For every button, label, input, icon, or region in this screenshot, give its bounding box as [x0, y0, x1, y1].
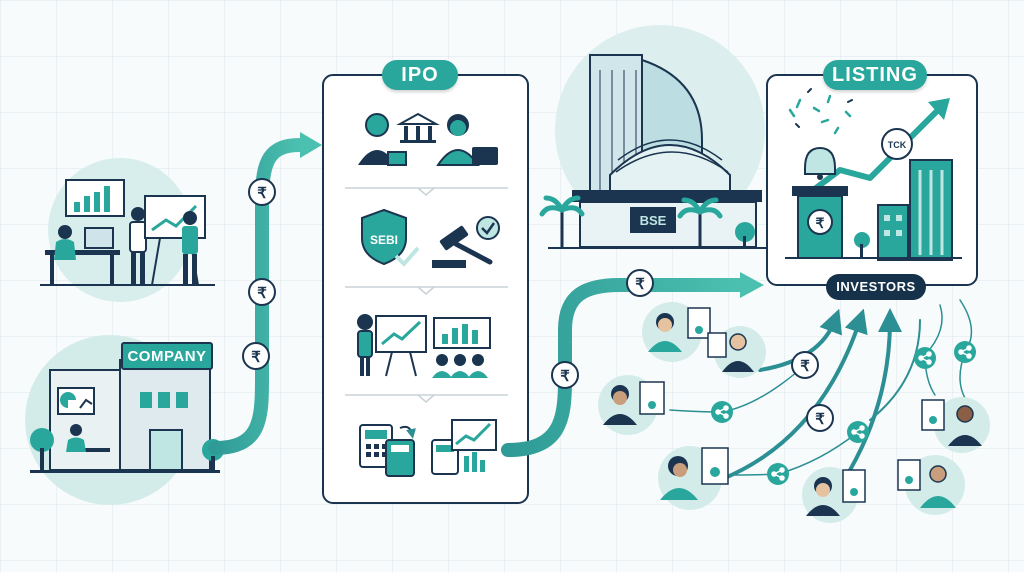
- share-node-4: [914, 347, 936, 369]
- briefcase-icon: [387, 151, 407, 166]
- rupee-coin-4: ₹: [626, 269, 654, 297]
- certificate-icon: [707, 332, 727, 358]
- ipo-step-pricing: [359, 419, 497, 477]
- bank-icon: [396, 112, 440, 143]
- listing-scene: ₹ TCK: [785, 88, 962, 261]
- rupee-coin-3: ₹: [242, 342, 270, 370]
- office-scene: [40, 179, 215, 286]
- investor-7: [921, 397, 990, 453]
- share-icon: [958, 345, 972, 359]
- rupee-coin-5: ₹: [551, 361, 579, 389]
- rupee-symbol-6: ₹: [800, 358, 810, 375]
- share-node-1: [711, 401, 733, 423]
- rupee-symbol-2: ₹: [257, 285, 267, 302]
- company-building: [30, 342, 224, 473]
- certificate-icon: [687, 307, 711, 339]
- share-node-2: [767, 463, 789, 485]
- bell-icon: [804, 146, 836, 175]
- investor-1: [642, 302, 711, 362]
- rupee-node-1: ₹: [791, 351, 819, 379]
- rupee-symbol-3: ₹: [251, 349, 261, 366]
- share-icon: [715, 405, 729, 419]
- bse-label: BSE: [640, 213, 667, 228]
- certificate-icon: [921, 399, 945, 431]
- ticker-label: TCK: [888, 140, 907, 150]
- share-icon: [771, 467, 785, 481]
- share-node-5: [954, 341, 976, 363]
- certificate-icon: [701, 447, 729, 485]
- investor-2: [707, 326, 766, 378]
- company-sign: [121, 342, 213, 370]
- podium-rupee: ₹: [816, 215, 825, 231]
- share-icon: [918, 351, 932, 365]
- gavel-icon: [432, 225, 493, 268]
- certificate-icon: [897, 459, 921, 491]
- rupee-coin-1: ₹: [248, 178, 276, 206]
- shield-check-icon: [361, 208, 407, 266]
- bse-sign: [630, 207, 676, 233]
- investor-5: [802, 467, 866, 523]
- sebi-label: SEBI: [370, 233, 398, 247]
- arrow-to-listing-head: [740, 272, 764, 298]
- rupee-symbol-4: ₹: [635, 276, 645, 293]
- company-label: COMPANY: [127, 348, 207, 365]
- listing-title: LISTING: [823, 60, 927, 90]
- stock-exchange-building: BSE: [539, 54, 770, 249]
- ipo-step-sebi-approval: SEBI: [361, 208, 500, 268]
- share-node-3: [847, 421, 869, 443]
- rupee-symbol-1: ₹: [257, 185, 267, 202]
- certificate-icon: [842, 469, 866, 503]
- ipo-step-roadshow: [357, 314, 491, 378]
- rupee-node-2: ₹: [806, 404, 834, 432]
- investor-4: [658, 446, 729, 510]
- share-icon: [851, 425, 865, 439]
- ipo-panel: [322, 74, 529, 504]
- briefcase-icon: [472, 147, 498, 165]
- ipo-title: IPO: [382, 60, 458, 90]
- investors-label: INVESTORS: [826, 274, 926, 300]
- investor-3: [598, 375, 665, 435]
- certificate-icon: [639, 381, 665, 415]
- ipo-step-underwriters: [358, 112, 498, 166]
- arrow-to-ipo: [208, 138, 307, 455]
- investor-6: [897, 455, 965, 515]
- rupee-symbol-5: ₹: [560, 368, 570, 385]
- rupee-coin-2: ₹: [248, 278, 276, 306]
- presentation-icon: [375, 315, 427, 353]
- rupee-symbol-7: ₹: [815, 411, 825, 428]
- arrow-to-ipo-head: [300, 132, 322, 158]
